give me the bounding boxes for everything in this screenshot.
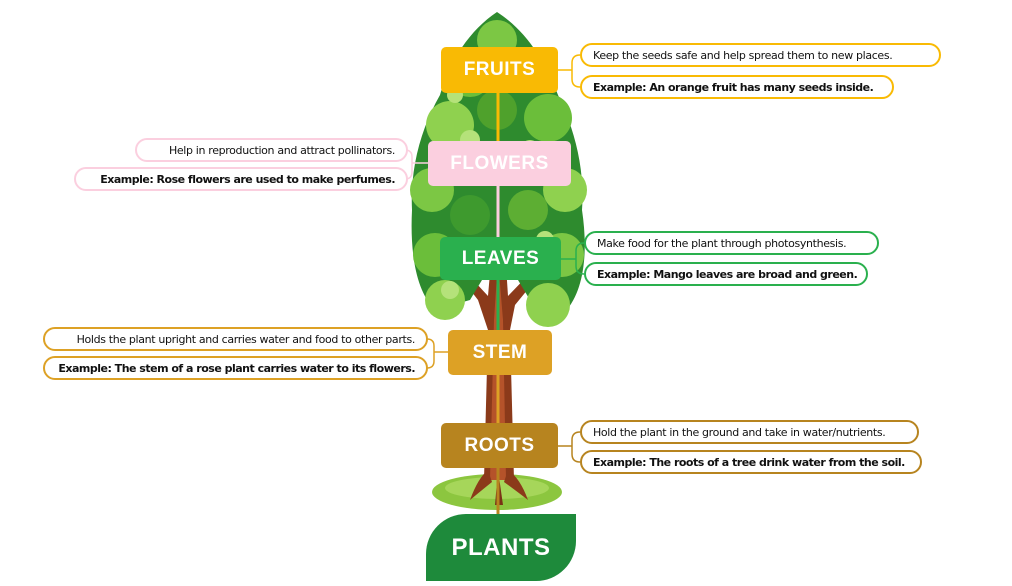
root-node-plants[interactable]: PLANTS (426, 514, 576, 581)
leaves-example[interactable]: Example: Mango leaves are broad and gree… (584, 262, 868, 286)
roots-example[interactable]: Example: The roots of a tree drink water… (580, 450, 922, 474)
leaves-description-text: Make food for the plant through photosyn… (597, 236, 847, 250)
roots-example-text: Example: The roots of a tree drink water… (593, 455, 905, 469)
node-roots-label: ROOTS (464, 434, 535, 456)
stem-example[interactable]: Example: The stem of a rose plant carrie… (43, 356, 428, 380)
flowers-example[interactable]: Example: Rose flowers are used to make p… (74, 167, 408, 191)
fruits-description-text: Keep the seeds safe and help spread them… (593, 48, 893, 62)
fruits-example[interactable]: Example: An orange fruit has many seeds … (580, 75, 894, 99)
node-flowers-label: FLOWERS (450, 152, 549, 174)
stem-description[interactable]: Holds the plant upright and carries wate… (43, 327, 428, 351)
leaves-example-text: Example: Mango leaves are broad and gree… (597, 267, 858, 281)
fruits-description[interactable]: Keep the seeds safe and help spread them… (580, 43, 941, 67)
stem-description-text: Holds the plant upright and carries wate… (76, 332, 416, 346)
node-roots[interactable]: ROOTS (441, 423, 558, 468)
stem-example-text: Example: The stem of a rose plant carrie… (58, 361, 415, 375)
flowers-example-text: Example: Rose flowers are used to make p… (100, 172, 395, 186)
node-stem-label: STEM (472, 341, 528, 363)
roots-description[interactable]: Hold the plant in the ground and take in… (580, 420, 919, 444)
node-stem[interactable]: STEM (448, 330, 552, 375)
fruits-example-text: Example: An orange fruit has many seeds … (593, 80, 874, 94)
roots-description-text: Hold the plant in the ground and take in… (593, 425, 886, 439)
node-fruits[interactable]: FRUITS (441, 47, 558, 93)
root-node-plants-label: PLANTS (451, 533, 551, 561)
node-leaves[interactable]: LEAVES (440, 237, 561, 280)
flowers-description[interactable]: Help in reproduction and attract pollina… (135, 138, 408, 162)
leaves-description[interactable]: Make food for the plant through photosyn… (584, 231, 879, 255)
node-flowers[interactable]: FLOWERS (428, 141, 571, 186)
node-fruits-label: FRUITS (463, 59, 536, 80)
flowers-description-text: Help in reproduction and attract pollina… (168, 143, 395, 157)
node-leaves-label: LEAVES (461, 247, 540, 269)
